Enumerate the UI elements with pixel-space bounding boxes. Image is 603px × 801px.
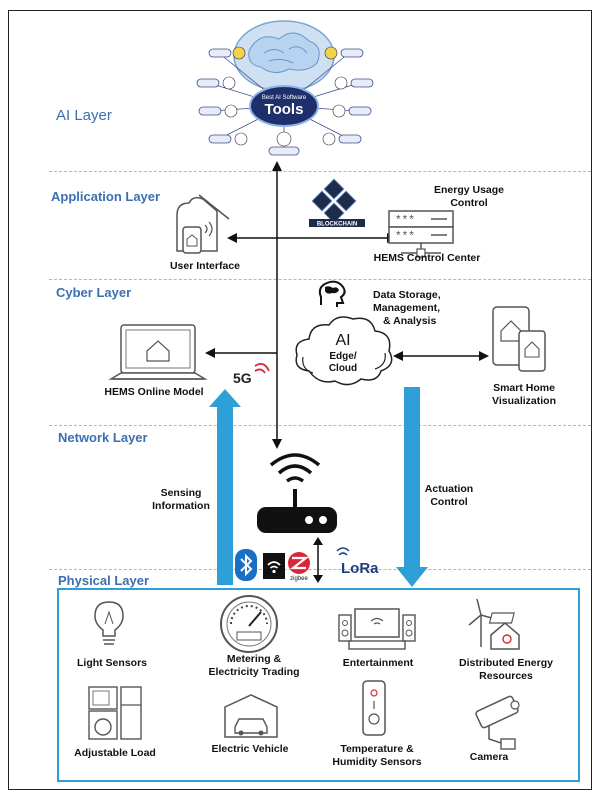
metering-icon — [220, 595, 278, 653]
temperature-humidity-icon — [362, 680, 386, 736]
ui-control-center-arrow — [227, 233, 397, 243]
hems-laptop-icon — [108, 324, 208, 380]
zigbee-label: zigbee — [290, 576, 308, 582]
lora-label: LoRa — [341, 560, 379, 577]
physical-layer-box — [57, 588, 580, 782]
blockchain-icon: BLOCKCHAIN — [309, 178, 365, 228]
ai-tools-graphic: Best AI Software Tools — [196, 20, 374, 156]
temp-line1: Temperature & — [340, 743, 414, 755]
smart-home-visualization-icon — [492, 306, 546, 372]
ai-tools-line2: Tools — [265, 101, 304, 118]
smart-home-line2: Visualization — [492, 395, 556, 407]
actuation-line2: Control — [430, 496, 468, 508]
router-icon — [257, 453, 337, 533]
hems-control-center-icon: *** *** — [388, 210, 454, 258]
metering-line2: Electricity Trading — [208, 666, 300, 678]
user-interface-label: User Interface — [169, 260, 241, 272]
lora-icon: LoRa — [336, 547, 379, 577]
ai-cloud-line1: AI — [335, 332, 350, 349]
data-storage-line2: Management, — [373, 302, 441, 314]
ai-edge-cloud-icon: AI Edge/ Cloud — [295, 316, 393, 386]
electric-vehicle-icon — [224, 694, 278, 738]
diagram-frame: AI Layer Application Layer Cyber Layer N… — [8, 10, 592, 790]
layer-separator-network-physical — [49, 569, 591, 570]
wifi-zigbee-icon: zigbee — [263, 552, 310, 582]
svg-text:***: *** — [395, 231, 415, 243]
entertainment-label: Entertainment — [342, 657, 414, 669]
center-to-laptop-arrow — [205, 348, 277, 358]
central-vertical-arrow — [272, 161, 282, 449]
5g-icon: 5G — [233, 362, 270, 386]
actuation-blue-arrow — [396, 387, 428, 587]
cyber-layer-label: Cyber Layer — [56, 285, 132, 300]
physical-layer-label: Physical Layer — [58, 573, 150, 588]
hems-control-center-label: HEMS Control Center — [373, 252, 481, 264]
svg-text:***: *** — [395, 215, 415, 227]
light-sensor-icon — [94, 601, 124, 645]
brain-head-icon — [318, 280, 346, 307]
der-line1: Distributed Energy — [459, 657, 553, 669]
application-layer-label: Application Layer — [51, 189, 161, 204]
data-storage-line3: & Analysis — [383, 315, 437, 327]
network-layer-label: Network Layer — [58, 430, 148, 445]
adjustable-load-icon — [88, 686, 142, 740]
light-sensors-label: Light Sensors — [76, 657, 147, 669]
der-line2: Resources — [479, 670, 533, 682]
layer-separator-ai-application — [49, 171, 591, 172]
blockchain-label: BLOCKCHAIN — [317, 222, 357, 228]
data-storage-line1: Data Storage, — [373, 289, 441, 301]
entertainment-icon — [338, 608, 416, 650]
adjustable-load-label: Adjustable Load — [74, 747, 156, 759]
ai-cloud-line3: Cloud — [329, 363, 357, 374]
smart-home-line1: Smart Home — [493, 382, 555, 394]
ai-layer-label: AI Layer — [56, 107, 112, 124]
camera-label: Camera — [469, 751, 509, 763]
camera-icon — [475, 695, 520, 750]
layer-separator-cyber-network — [49, 425, 591, 426]
user-interface-icon — [176, 194, 230, 254]
energy-usage-line1: Energy Usage — [433, 184, 505, 196]
cloud-smart-home-arrow — [393, 351, 489, 361]
hems-online-model-label: HEMS Online Model — [104, 386, 204, 398]
electric-vehicle-label: Electric Vehicle — [211, 743, 289, 755]
5g-label: 5G — [233, 370, 252, 386]
metering-line1: Metering & — [226, 653, 282, 665]
sensing-line1: Sensing — [160, 487, 202, 499]
energy-usage-line2: Control — [450, 197, 488, 209]
layer-separator-application-cyber — [49, 279, 591, 280]
temp-line2: Humidity Sensors — [332, 756, 422, 768]
der-icon — [468, 598, 520, 650]
bluetooth-icon — [235, 549, 257, 581]
actuation-line1: Actuation — [424, 483, 474, 495]
ai-tools-line1: Best AI Software — [262, 95, 307, 101]
sensing-line2: Information — [152, 500, 210, 512]
router-physical-arrow — [313, 537, 323, 583]
ai-cloud-line2: Edge/ — [329, 351, 356, 362]
sensing-blue-arrow — [209, 389, 241, 585]
